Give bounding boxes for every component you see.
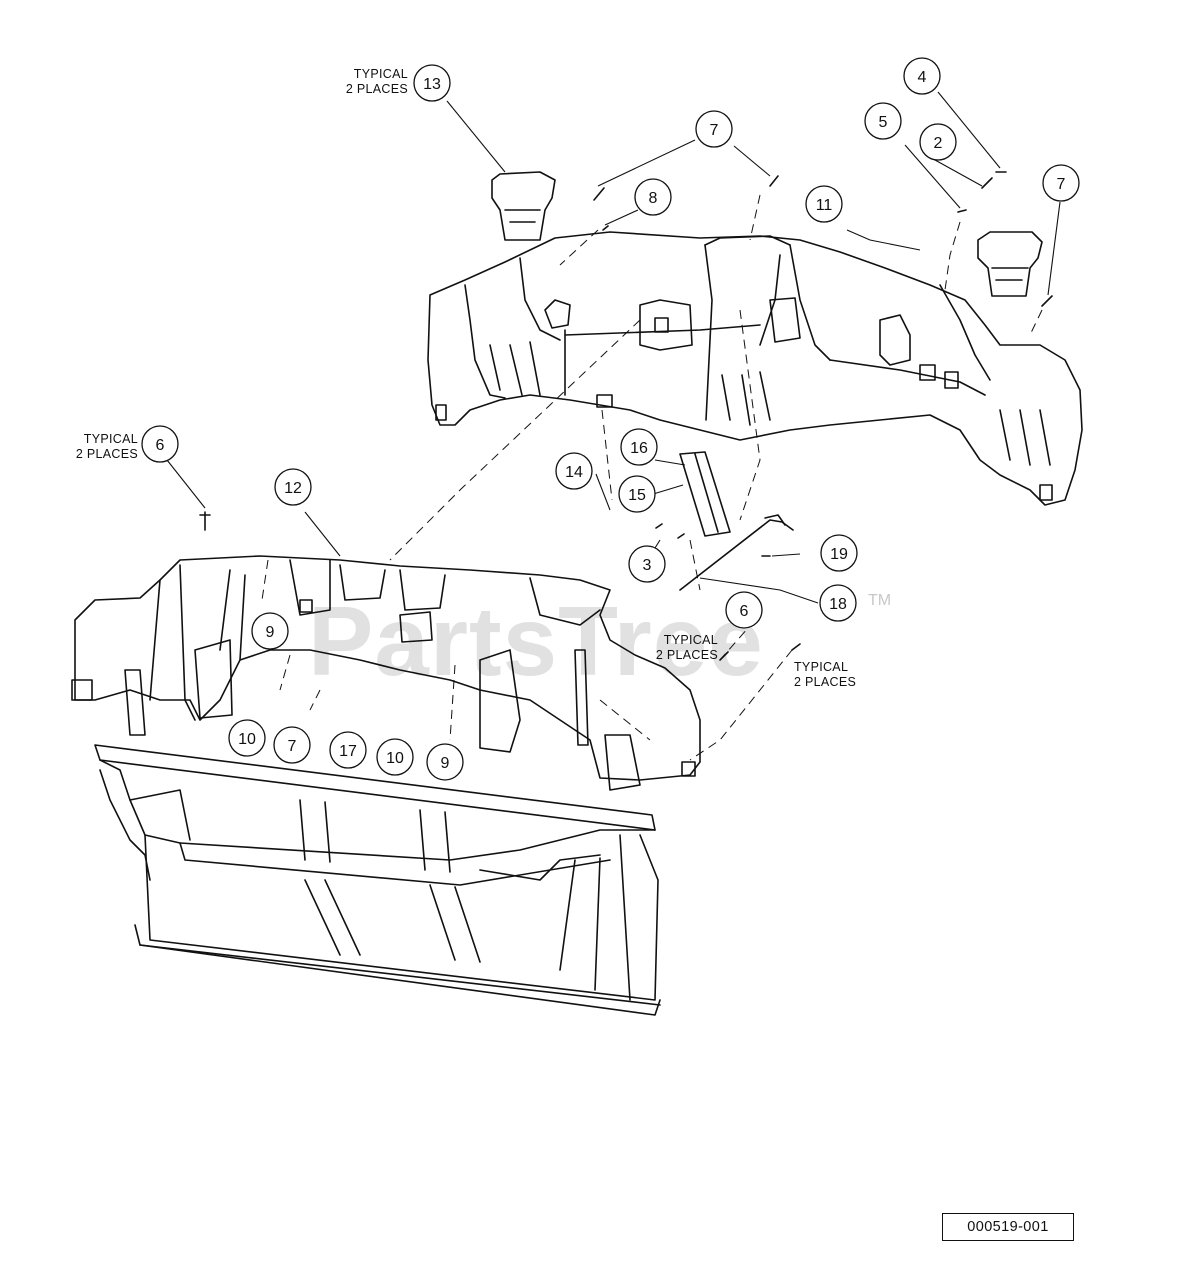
- vehicle-frame: [94, 744, 661, 1016]
- callout-c10b: 10: [386, 750, 404, 767]
- drawing-id-box: 000519-001: [942, 1213, 1074, 1241]
- callout-c2: 2: [934, 135, 943, 152]
- callout-c18: 18: [829, 596, 847, 613]
- watermark-trademark: TM: [868, 592, 892, 609]
- callout-c3: 3: [643, 557, 652, 574]
- callout-c10a: 10: [238, 731, 256, 748]
- bolt-6a: [199, 511, 211, 531]
- bolt-6c: [791, 643, 801, 651]
- screw-3b: [677, 533, 685, 539]
- plug-left: [491, 171, 556, 241]
- rivet-8: [602, 225, 609, 231]
- callout-c8: 8: [649, 190, 658, 207]
- plug-right: [977, 231, 1043, 297]
- callout-c7c: 7: [288, 738, 297, 755]
- screw-7b: [769, 175, 779, 187]
- callout-c19: 19: [830, 546, 848, 563]
- note-typical-2-places-mid: TYPICAL 2 PLACES: [655, 633, 718, 662]
- callout-c13: 13: [423, 76, 441, 93]
- callout-c16: 16: [630, 440, 648, 457]
- callout-c6a: 6: [156, 437, 165, 454]
- callout-c7a: 7: [710, 122, 719, 139]
- nut-5: [957, 209, 967, 213]
- callout-bubbles: [141, 57, 1080, 781]
- callout-c7b: 7: [1057, 176, 1066, 193]
- callout-c11: 11: [816, 197, 833, 214]
- screw-7c: [1041, 295, 1053, 307]
- callout-c12: 12: [284, 480, 302, 497]
- screw-7a: [593, 187, 605, 201]
- callout-c6b: 6: [740, 603, 749, 620]
- callout-c5: 5: [879, 114, 888, 131]
- watermark-logo: PartsTree: [308, 586, 764, 696]
- rod-18: [679, 514, 794, 591]
- callout-c9b: 9: [441, 755, 450, 772]
- note-typical-2-places-6b: TYPICAL 2 PLACES: [794, 660, 857, 689]
- callout-c14: 14: [565, 464, 583, 481]
- callout-c15: 15: [628, 487, 646, 504]
- screw-3a: [655, 523, 663, 529]
- bracket-15-16: [679, 451, 731, 537]
- callout-c4: 4: [918, 69, 927, 86]
- front-bracket-assembly: [71, 555, 701, 791]
- callout-c9a: 9: [266, 624, 275, 641]
- screw-2: [981, 177, 993, 189]
- callout-numbers: 13 7 8 4 5 2 11 7 6 12 16 14 15 3 19 18 9 6 10 7 17 10 9: [156, 69, 1066, 772]
- callout-c17: 17: [339, 743, 357, 760]
- note-typical-2-places-13: TYPICAL 2 PLACES: [345, 67, 408, 96]
- note-typical-2-places-6a: TYPICAL 2 PLACES: [75, 432, 138, 461]
- rear-body-panel: [427, 231, 1083, 506]
